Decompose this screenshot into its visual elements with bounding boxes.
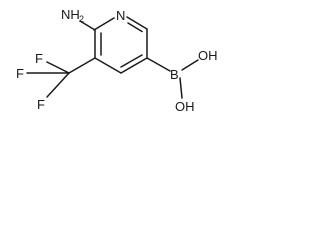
bond-c3-c4-inner — [120, 54, 143, 68]
amino-subscript: 2 — [79, 14, 84, 24]
bond-cf3-f-bottom — [46, 72, 70, 98]
bond-n-c2-inner — [127, 22, 143, 33]
amino-group-label: NH — [61, 7, 80, 22]
bond-b-oh-bottom — [179, 77, 183, 99]
hydroxyl-top-label: OH — [198, 48, 218, 63]
bond-c4-c5 — [94, 57, 122, 74]
hydroxyl-bottom-label: OH — [175, 99, 195, 114]
bond-c3-b — [146, 57, 171, 72]
bond-n-c2 — [126, 16, 148, 30]
bond-cf3-f-top — [46, 61, 70, 74]
fluorine-top-label: F — [35, 51, 43, 66]
bond-c3-c4 — [120, 57, 148, 74]
bond-n-c6 — [93, 17, 115, 31]
bond-c5-cf3 — [68, 57, 96, 74]
bond-b-oh-top — [181, 59, 199, 71]
molecule-structure: N NH 2 B OH OH F F F — [16, 7, 218, 114]
fluorine-left-label: F — [16, 66, 24, 81]
bond-c6-nh2 — [79, 20, 96, 31]
fluorine-bottom-label: F — [37, 97, 45, 112]
boron-label: B — [170, 67, 179, 82]
amino-nh-text: NH — [61, 7, 80, 22]
pyridine-ring — [93, 16, 148, 74]
ring-nitrogen-label: N — [116, 8, 125, 23]
